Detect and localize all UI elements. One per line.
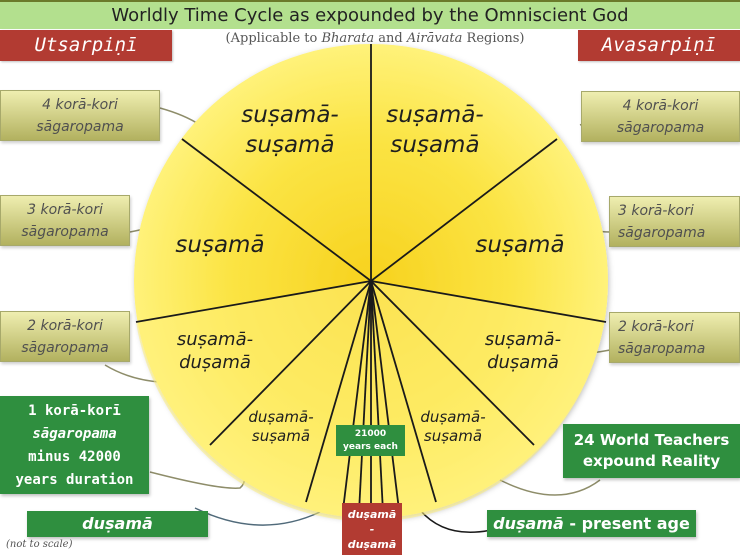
right-duration-box-4: 4 korā-kori sāgaropama [581,91,740,142]
segment-text: suṣamā [390,132,480,158]
diagram-title: Worldly Time Cycle as expounded by the O… [111,5,629,26]
segment-text: duṣamā- [248,408,314,426]
era-utsarpini-label: Utsarpiṇī [0,30,172,61]
box-line: 3 korā-kori [27,202,103,218]
years-value: 21000 [354,429,387,439]
segment-text: duṣamā [487,352,559,373]
subtitle-suffix: Regions) [462,31,525,46]
segment-text: duṣamā- [420,408,486,426]
duration-line-2: sāgaropama [32,426,117,442]
box-line: 3 korā-kori [618,203,694,219]
box-line: 2 korā-kori [27,318,103,334]
right-duration-box-3: 3 korā-kori sāgaropama [609,196,740,247]
years-unit: years each [343,442,398,452]
segment-right-susama-dusama: suṣamā- duṣamā [468,328,578,374]
segment-left-susama: suṣamā [175,232,265,258]
duration-line-1: 1 korā-korī [28,403,121,419]
segment-text: suṣamā [423,427,483,445]
years-each-badge: 21000 years each [336,425,405,456]
dusama-dusama-badge: duṣamā - duṣamā [342,503,402,555]
box-line: 4 korā-kori [42,97,118,113]
teachers-line-1: 24 World Teachers [573,431,730,449]
present-age-dusama: duṣamā [493,514,564,533]
segment-divider-lines [135,44,607,513]
segment-text: suṣamā [251,427,311,445]
left-duration-box-4: 4 korā-kori sāgaropama [0,90,160,141]
segment-left-dusama-susama: duṣamā- suṣamā [236,408,326,446]
teachers-line-2: expound Reality [582,452,721,470]
dusama-duration-box: 1 korā-korī sāgaropama minus 42000 years… [0,396,149,494]
segment-right-susama: suṣamā [475,232,565,258]
segment-text: suṣamā- [176,329,254,350]
subtitle: (Applicable to Bharata and Airāvata Regi… [180,31,570,46]
box-line: 1 korā-korī [0,400,149,423]
segment-text: suṣamā- [386,102,484,128]
subtitle-prefix: (Applicable to [225,31,322,46]
segment-left-susama-dusama: suṣamā- duṣamā [160,328,270,374]
segment-left-susama-susama: suṣamā- suṣamā [230,100,350,160]
segment-text: duṣamā [179,352,251,373]
subtitle-region-bharata: Bharata [321,31,375,46]
subtitle-middle: and [374,31,407,46]
left-duration-box-2: 2 korā-kori sāgaropama [0,311,130,362]
box-line: sāgaropama [36,119,124,135]
subtitle-region-airavata: Airāvata [406,31,463,46]
duration-line-4: years duration [15,472,134,488]
segment-text: suṣamā [245,132,335,158]
left-dusama-label: duṣamā [27,511,208,537]
box-line: sāgaropama [618,225,706,241]
box-line: sāgaropama [21,340,109,356]
segment-text: suṣamā- [484,329,562,350]
box-line: sāgaropama [616,120,705,136]
badge-text: duṣamā [347,538,397,551]
box-line: 4 korā-kori [622,98,699,114]
right-duration-box-2: 2 korā-kori sāgaropama [609,312,740,363]
title-bar: Worldly Time Cycle as expounded by the O… [0,0,740,29]
segment-right-dusama-susama: duṣamā- suṣamā [408,408,498,446]
segment-text: suṣamā- [241,102,339,128]
box-line: sāgaropama [618,341,706,357]
not-to-scale-note: (not to scale) [6,539,73,550]
present-age-label: duṣamā - present age [487,510,696,537]
badge-text: duṣamā [347,508,397,521]
segment-right-susama-susama: suṣamā- suṣamā [375,100,495,160]
duration-line-3: minus 42000 [28,449,121,465]
badge-text: - [369,523,375,536]
box-line: sāgaropama [21,224,109,240]
era-avasarpini-label: Avasarpiṇī [578,30,740,61]
box-line: 2 korā-kori [618,319,694,335]
left-duration-box-3: 3 korā-kori sāgaropama [0,195,130,246]
world-teachers-box: 24 World Teachers expound Reality [563,424,740,478]
present-age-text: - present age [563,514,690,533]
